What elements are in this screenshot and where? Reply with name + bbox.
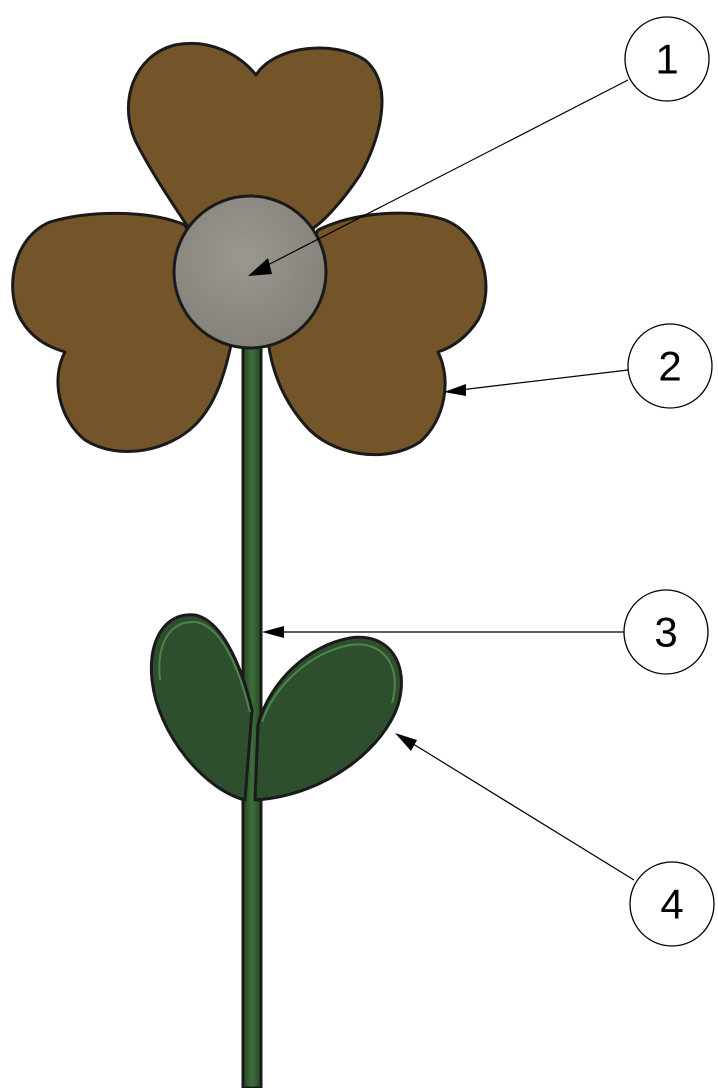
flower-center (174, 196, 326, 348)
right-leaf (255, 637, 401, 800)
callout-2: 2 (444, 324, 712, 408)
leaves (151, 615, 401, 800)
callout-4-label: 4 (660, 881, 683, 928)
callout-3-label: 3 (654, 609, 677, 656)
callout-1-label: 1 (655, 36, 678, 83)
left-leaf (151, 615, 252, 800)
callout-2-label: 2 (658, 343, 681, 390)
callout-4: 4 (395, 733, 714, 946)
